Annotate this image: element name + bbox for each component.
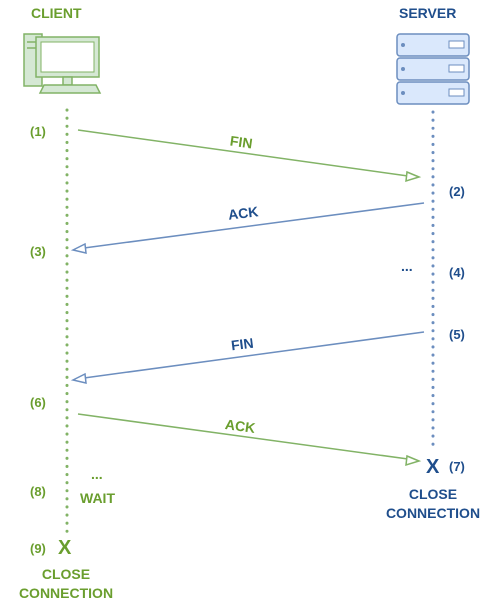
server-step-7: (7) [449, 459, 465, 474]
server-rack-icon [396, 33, 470, 105]
message-label-fin-1: FIN [228, 132, 254, 152]
server-ellipsis: ... [401, 258, 413, 274]
server-close-mark: X [426, 456, 440, 478]
message-fin-to-server-arrow [77, 129, 422, 183]
server-step-4: (4) [449, 265, 465, 280]
message-ack-to-client-arrow [70, 202, 425, 254]
client-wait-label: WAIT [80, 490, 115, 506]
server-close-label-line-1: CLOSE [408, 486, 458, 502]
client-close-label-line-1: CLOSE [41, 566, 91, 582]
client-wait-ellipsis: ... [91, 466, 103, 482]
client-close-label-line-2: CONNECTION [18, 585, 114, 601]
server-step-5: (5) [449, 327, 465, 342]
client-step-1: (1) [30, 124, 46, 139]
client-computer-icon [23, 33, 102, 94]
client-close-mark: X [58, 537, 72, 559]
message-label-fin-2: FIN [230, 334, 255, 354]
client-step-9: (9) [30, 541, 46, 556]
server-step-2: (2) [449, 184, 465, 199]
message-ack-to-server-arrow [77, 413, 422, 467]
client-step-8: (8) [30, 484, 46, 499]
client-close-label: CLOSE CONNECTION [6, 565, 126, 603]
message-fin-to-client-arrow [70, 331, 425, 384]
client-step-6: (6) [30, 395, 46, 410]
client-step-3: (3) [30, 244, 46, 259]
server-title: SERVER [399, 5, 457, 21]
server-close-label-line-2: CONNECTION [385, 505, 481, 521]
server-close-label: CLOSE CONNECTION [373, 485, 493, 523]
client-title: CLIENT [31, 5, 82, 21]
